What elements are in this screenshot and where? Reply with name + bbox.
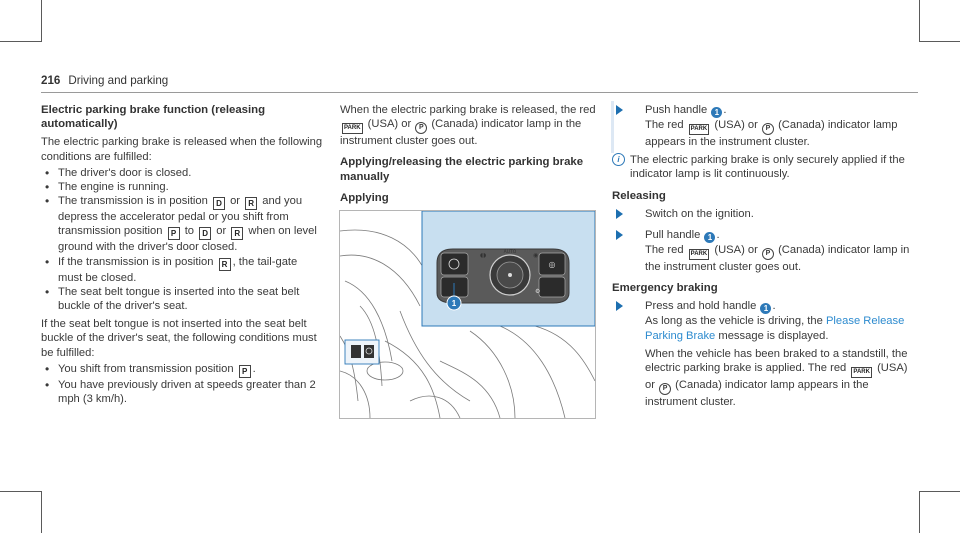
gear-p-icon: P [238, 364, 251, 378]
crop-mark [41, 491, 42, 533]
step-arrow-icon [616, 301, 623, 312]
auto-label: AUTO [504, 249, 517, 255]
intro-paragraph: The electric parking brake is released w… [41, 136, 323, 163]
heading-releasing-automatically: Electric parking brake function (releasi… [41, 104, 266, 131]
instruction-step: Push handle 1. The red PARK (USA) or P (… [612, 103, 912, 149]
park-indicator-icon: PARK [688, 249, 710, 261]
page-header: 216 Driving and parking [41, 74, 168, 88]
crop-mark [919, 0, 920, 42]
standstill-paragraph: When the vehicle has been braked to a st… [645, 347, 908, 409]
parking-brake-symbol-icon [448, 258, 460, 270]
list-item: The seat belt tongue is inserted into th… [41, 285, 323, 313]
list-item: The driver's door is closed. [41, 166, 323, 180]
list-item: The transmission is in position D or R a… [41, 194, 323, 254]
conditions-list-2: You shift from transmission position P. … [41, 362, 323, 406]
column-left: Electric parking brake function (releasi… [41, 103, 323, 406]
crop-mark [919, 491, 920, 533]
column-middle: When the electric parking brake is relea… [340, 103, 600, 209]
callout-badge [446, 295, 462, 311]
gear-r-icon: R [231, 227, 244, 241]
gear-d-icon: D [199, 227, 212, 241]
callout-number: 1 [452, 299, 457, 308]
display-message-link[interactable]: Please Release Parking Brake [645, 315, 905, 342]
gear-r-icon: R [245, 197, 258, 211]
p-circle-indicator-icon: P [761, 248, 774, 261]
svg-text:◎: ◎ [549, 260, 556, 269]
crop-mark [919, 491, 960, 492]
gear-d-icon: D [212, 197, 225, 211]
heading-manual: Applying/releasing the electric parking … [340, 156, 584, 183]
page-number: 216 [41, 74, 61, 87]
list-item: You have previously driven at speeds gre… [41, 378, 323, 406]
column-right: Push handle 1. The red PARK (USA) or P (… [612, 103, 912, 409]
park-indicator-icon: PARK [688, 124, 710, 135]
header-rule [41, 92, 918, 93]
conditions-list: The driver's door is closed. The engine … [41, 166, 323, 313]
instruction-step: Press and hold handle 1. As long as the … [612, 299, 912, 409]
info-note: i The electric parking brake is only sec… [612, 153, 912, 181]
instruction-sidebar [611, 101, 614, 153]
parking-brake-illustration: ◎ AUTO ◖◗ ◉ ⚙ 1 [340, 211, 595, 418]
crop-mark [41, 0, 42, 42]
parking-brake-switch [440, 252, 469, 276]
park-indicator-icon: PARK [851, 367, 872, 379]
list-item: You shift from transmission position P. [41, 362, 323, 378]
crop-mark [0, 41, 42, 42]
list-item: If the transmission is in position R, th… [41, 255, 323, 285]
heading-applying: Applying [340, 191, 389, 204]
heading-releasing: Releasing [612, 189, 666, 202]
parking-brake-figure: ◎ AUTO ◖◗ ◉ ⚙ 1 [339, 210, 596, 419]
step-arrow-icon [616, 208, 623, 219]
crop-mark [919, 41, 960, 42]
section-title: Driving and parking [68, 74, 169, 87]
svg-text:◉: ◉ [533, 252, 538, 259]
callout-1-icon: 1 [760, 303, 772, 315]
callout-1-icon: 1 [711, 107, 723, 118]
heading-emergency-braking: Emergency braking [612, 282, 718, 295]
step-arrow-icon [616, 105, 623, 115]
instruction-step: Switch on the ignition. [612, 207, 912, 221]
gear-p-icon: P [167, 227, 180, 241]
crop-mark [0, 491, 42, 492]
svg-text:⚙: ⚙ [535, 288, 540, 295]
list-item: The engine is running. [41, 180, 323, 194]
gear-r-icon: R [218, 257, 231, 271]
p-circle-indicator-icon: P [659, 383, 672, 396]
svg-text:◖◗: ◖◗ [480, 252, 486, 259]
instruction-step: Pull handle 1. The red PARK (USA) or P (… [612, 228, 912, 274]
p-circle-indicator-icon: P [415, 122, 428, 135]
park-indicator-icon: PARK [342, 123, 363, 135]
p-circle-indicator-icon: P [761, 123, 774, 135]
release-paragraph: When the electric parking brake is relea… [340, 104, 596, 148]
intro-paragraph-2: If the seat belt tongue is not inserted … [41, 318, 317, 359]
step-arrow-icon [616, 230, 623, 241]
info-icon: i [612, 153, 625, 167]
callout-1-icon: 1 [704, 232, 716, 244]
